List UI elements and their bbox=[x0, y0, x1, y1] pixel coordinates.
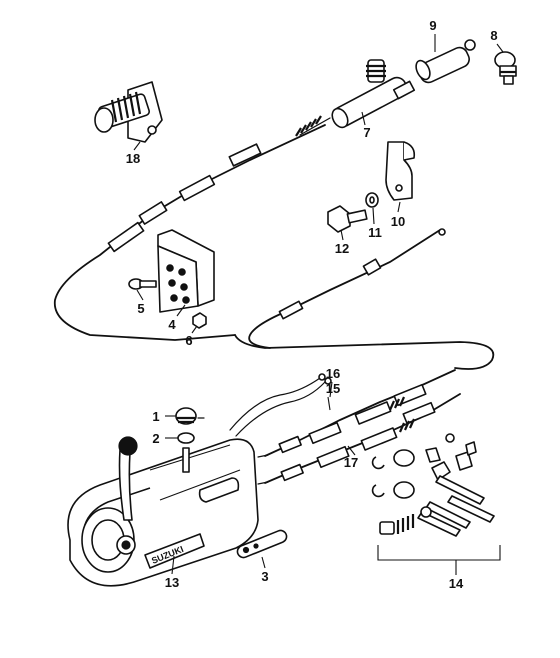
part-12-bolt bbox=[327, 205, 368, 233]
part-10-bracket-plate bbox=[385, 141, 416, 201]
part-7-cable-rod-end bbox=[331, 59, 416, 129]
callout-15: 15 bbox=[326, 381, 340, 396]
callout-9: 9 bbox=[429, 18, 436, 33]
cable-end-fitting-middle bbox=[278, 228, 446, 320]
callout-3: 3 bbox=[261, 569, 268, 584]
part-8-ball-stud bbox=[494, 51, 517, 85]
callout-labels: 1 2 3 4 5 6 7 8 9 10 11 12 13 14 15 16 1… bbox=[126, 18, 498, 591]
callout-12: 12 bbox=[335, 241, 349, 256]
part-5-screw bbox=[128, 278, 157, 290]
part-1-knob bbox=[175, 407, 205, 425]
control-cable-upper bbox=[53, 124, 326, 341]
part-6-nut bbox=[192, 312, 207, 329]
callout-16: 16 bbox=[326, 366, 340, 381]
callout-6: 6 bbox=[185, 333, 192, 348]
callout-4: 4 bbox=[168, 317, 176, 332]
part-4-mounting-bracket bbox=[157, 229, 215, 313]
callout-11: 11 bbox=[368, 225, 382, 240]
callout-7: 7 bbox=[363, 125, 370, 140]
part-3-lever-arm bbox=[236, 529, 288, 559]
part-11-washer bbox=[365, 192, 379, 208]
callout-17: 17 bbox=[344, 455, 358, 470]
callout-13: 13 bbox=[165, 575, 179, 590]
part-18-spring-assembly bbox=[94, 81, 163, 143]
control-cable-lower bbox=[234, 334, 495, 370]
part-15-16-17-lower-cables bbox=[229, 369, 461, 485]
callout-14: 14 bbox=[449, 576, 464, 591]
callout-18: 18 bbox=[126, 151, 140, 166]
part-9-rod-joint bbox=[415, 39, 476, 84]
part-14-small-parts-kit bbox=[371, 433, 501, 561]
cable-end-fitting-upper bbox=[107, 115, 331, 253]
callout-10: 10 bbox=[391, 214, 405, 229]
callout-8: 8 bbox=[490, 28, 497, 43]
part-13-remote-control-box: SUZUKI bbox=[67, 436, 259, 587]
callout-1: 1 bbox=[152, 409, 159, 424]
leader-lines bbox=[133, 34, 504, 575]
callout-5: 5 bbox=[137, 301, 144, 316]
callout-2: 2 bbox=[152, 431, 159, 446]
